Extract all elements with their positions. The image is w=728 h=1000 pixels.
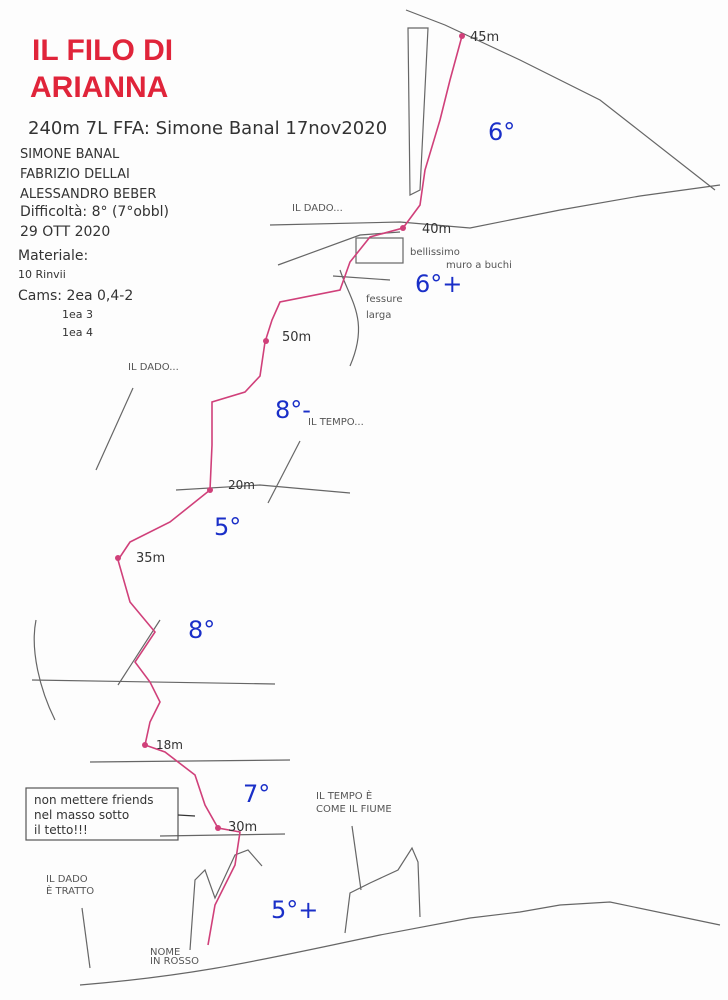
date: 29 OTT 2020 <box>20 224 110 240</box>
note-muro: muro a buchi <box>446 260 512 271</box>
author-1: SIMONE BANAL <box>20 147 120 162</box>
route-summary: 240m 7L FFA: Simone Banal 17nov2020 <box>28 118 387 139</box>
note-fessure: fessure <box>366 294 402 305</box>
belay-dot <box>215 825 221 831</box>
warning-box: non mettere friends nel masso sotto il t… <box>25 787 196 841</box>
note-in-rosso: IN ROSSO <box>150 956 199 967</box>
belay-dot <box>207 487 213 493</box>
belay-label: 20m <box>228 478 255 492</box>
grade-label: 6°+ <box>415 270 462 298</box>
belay-dot <box>459 33 465 39</box>
gear-item: Cams: 2ea 0,4-2 <box>18 288 133 304</box>
gear-title: Materiale: <box>18 248 88 264</box>
warning-line: nel masso sotto <box>34 808 129 822</box>
note-dado-tratto: IL DADO <box>46 874 88 885</box>
gear-item: 1ea 4 <box>62 326 93 339</box>
belay-label: 30m <box>228 820 257 835</box>
note-il-dado-left: IL DADO... <box>128 362 179 373</box>
gear-item: 10 Rinvii <box>18 268 66 281</box>
grade-label: 6° <box>488 118 515 146</box>
belay-label: 18m <box>156 738 183 752</box>
climbing-route <box>117 35 463 946</box>
note-dado-tratto: È TRATTO <box>46 884 94 897</box>
belay-stations: 45m 40m 50m 20m 35m 18m 30m <box>115 30 499 835</box>
warning-line: il tetto!!! <box>34 823 88 837</box>
note-tempo-fiume: IL TEMPO È <box>316 789 372 802</box>
belay-dot <box>115 555 121 561</box>
note-nome: NOME <box>150 947 180 958</box>
note-larga: larga <box>366 310 391 321</box>
author-2: FABRIZIO DELLAI <box>20 167 130 182</box>
author-3: ALESSANDRO BEBER <box>20 187 156 202</box>
note-il-tempo: IL TEMPO... <box>308 417 364 428</box>
note-bellissimo: bellissimo <box>410 247 460 258</box>
note-tempo-fiume: COME IL FIUME <box>316 804 392 815</box>
pitch-grades: 6° 6°+ 8°- 5° 8° 7° 5°+ <box>188 118 515 924</box>
belay-label: 40m <box>422 222 451 237</box>
gear-item: 1ea 3 <box>62 308 93 321</box>
title-line1: IL FILO DI <box>32 34 173 67</box>
grade-label: 8° <box>188 616 215 644</box>
belay-dot <box>400 225 406 231</box>
belay-label: 45m <box>470 30 499 45</box>
note-il-dado: IL DADO... <box>292 203 343 214</box>
belay-label: 50m <box>282 330 311 345</box>
difficulty: Difficoltà: 8° (7°obbl) <box>20 204 169 220</box>
warning-line: non mettere friends <box>34 793 153 807</box>
belay-dot <box>142 742 148 748</box>
terrain-lines <box>31 9 721 986</box>
belay-label: 35m <box>136 551 165 566</box>
grade-label: 5°+ <box>271 896 318 924</box>
belay-dot <box>263 338 269 344</box>
title-line2: ARIANNA <box>30 71 168 104</box>
grade-label: 5° <box>214 513 241 541</box>
grade-label: 8°- <box>275 396 311 424</box>
grade-label: 7° <box>243 780 270 808</box>
